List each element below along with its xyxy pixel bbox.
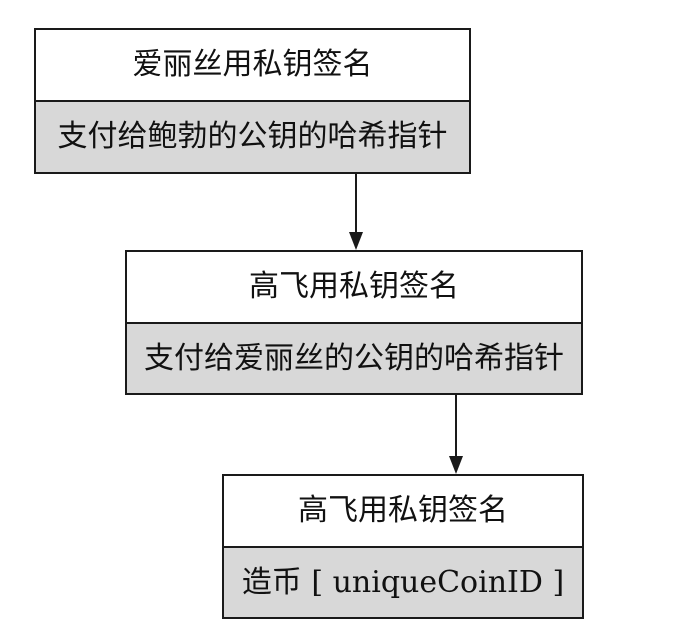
signature-cell: 高飞用私钥签名 — [127, 252, 581, 324]
arrow-block1-to-block2 — [349, 174, 363, 250]
signature-cell: 爱丽丝用私钥签名 — [36, 30, 469, 102]
payload-cell: 支付给爱丽丝的公钥的哈希指针 — [127, 324, 581, 393]
transaction-block-2: 高飞用私钥签名 支付给爱丽丝的公钥的哈希指针 — [125, 250, 583, 395]
payload-cell: 造币 [ uniqueCoinID ] — [224, 548, 582, 617]
signature-cell: 高飞用私钥签名 — [224, 476, 582, 548]
arrow-block2-to-block3 — [449, 395, 463, 474]
transaction-block-3: 高飞用私钥签名 造币 [ uniqueCoinID ] — [222, 474, 584, 619]
transaction-block-1: 爱丽丝用私钥签名 支付给鲍勃的公钥的哈希指针 — [34, 28, 471, 174]
payload-cell: 支付给鲍勃的公钥的哈希指针 — [36, 102, 469, 172]
